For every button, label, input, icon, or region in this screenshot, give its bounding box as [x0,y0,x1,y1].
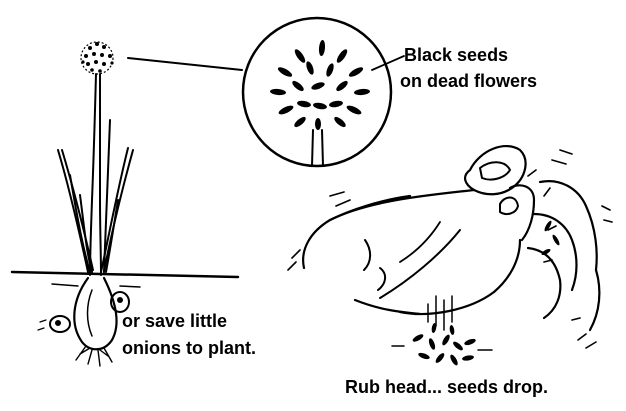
rub-label: Rub head... seeds drop. [345,377,548,397]
onions-label-line2: onions to plant. [122,338,256,358]
seed-zoom-circle [243,18,404,166]
callout-line [128,58,242,70]
onions-label-line1: or save little [122,311,227,331]
seeds-label-line2: on dead flowers [400,71,537,91]
flower-head [81,42,114,74]
rubbing-hand [288,146,612,348]
seeds-label-line1: Black seeds [404,45,508,65]
falling-seeds [392,296,492,366]
bulblet [50,316,70,332]
